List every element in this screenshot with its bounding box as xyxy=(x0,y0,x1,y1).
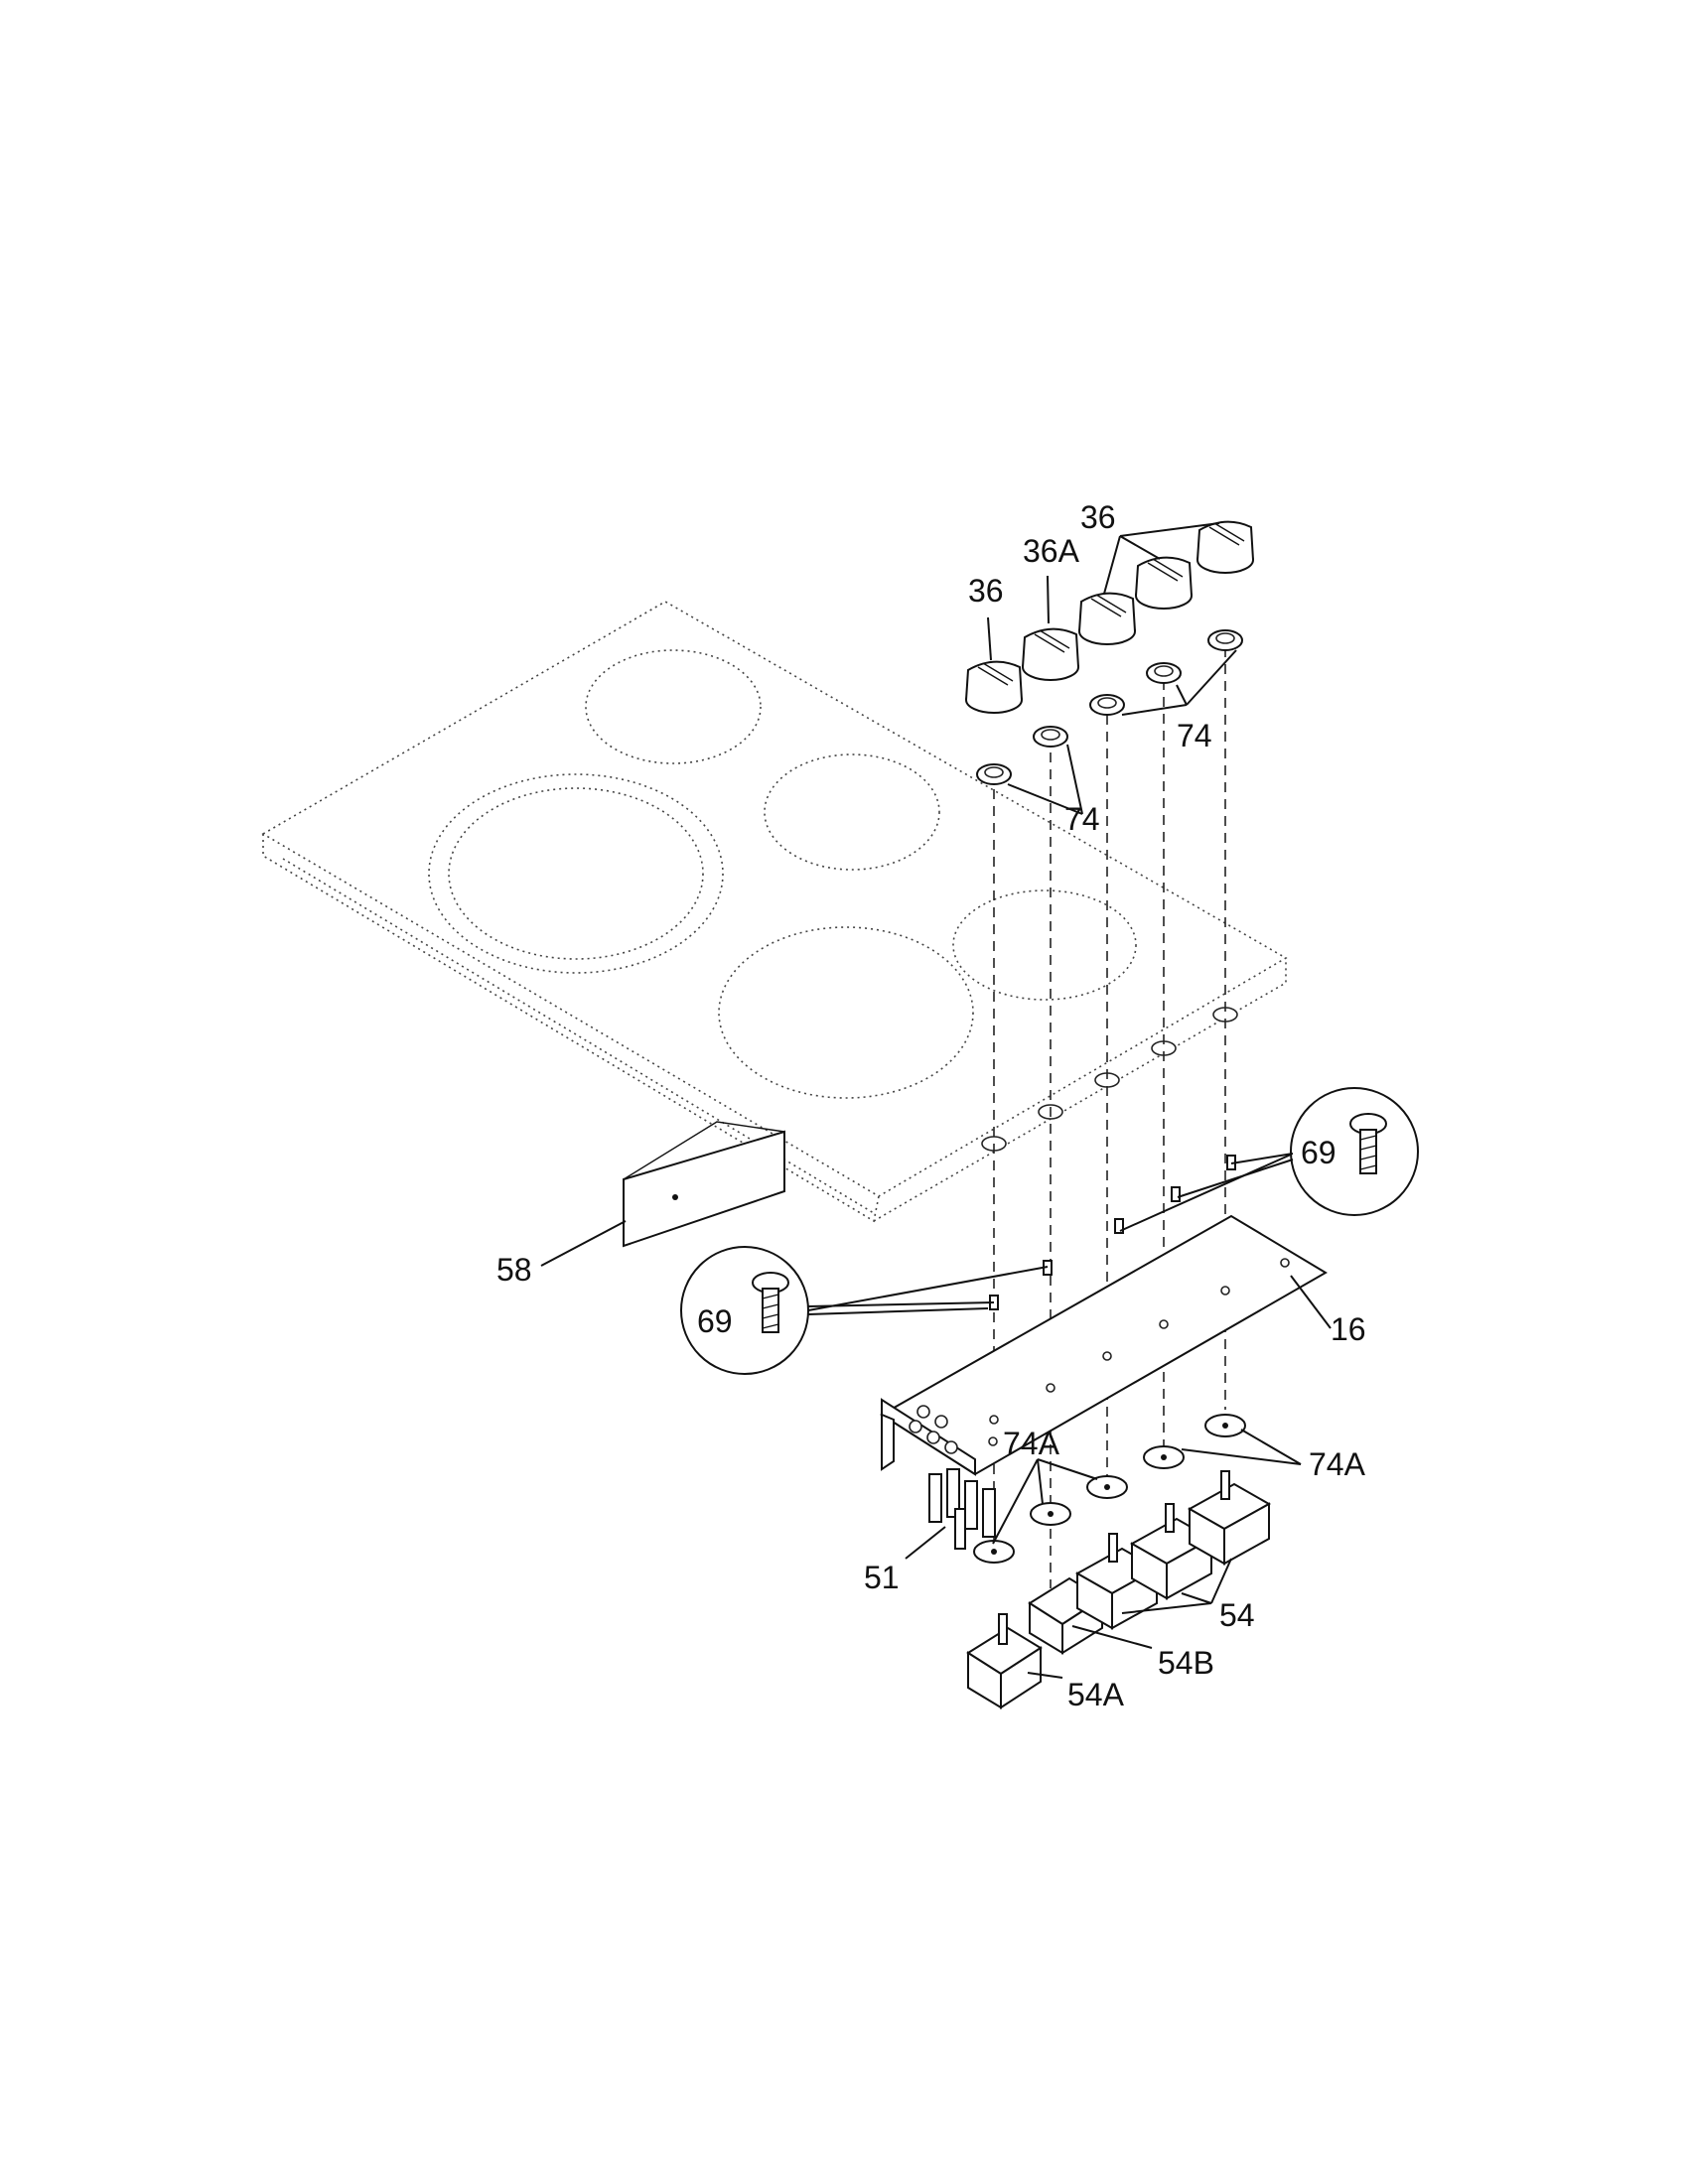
callout-labels: 36 36A 36 74 74 16 69 69 58 74A 74A 51 5… xyxy=(496,499,1366,1712)
infinite-switches xyxy=(966,1470,1272,1709)
label-switch-54a: 54A xyxy=(1067,1677,1125,1712)
label-bezel-74-upper: 74 xyxy=(1177,718,1212,753)
knob-36a xyxy=(1022,627,1079,681)
spacers-74a xyxy=(973,1414,1246,1564)
switch-54-c xyxy=(1187,1470,1272,1566)
label-knob-36-group: 36 xyxy=(1080,499,1116,535)
switch-54a xyxy=(966,1613,1043,1709)
label-switch-54b: 54B xyxy=(1158,1645,1214,1681)
label-screw-69-right: 69 xyxy=(1301,1135,1336,1170)
knob-36-b xyxy=(1135,556,1193,610)
label-screw-69-left: 69 xyxy=(697,1303,733,1339)
indicator-lights-51 xyxy=(928,1468,996,1550)
label-knob-36a: 36A xyxy=(1023,533,1080,569)
label-switches-54: 54 xyxy=(1219,1597,1255,1633)
label-lights-51: 51 xyxy=(864,1560,900,1595)
control-panel-58 xyxy=(623,1121,785,1248)
screw-detail-left xyxy=(680,1246,1049,1375)
bracket-16 xyxy=(880,1214,1328,1476)
leader-lines xyxy=(540,522,1332,1679)
cooktop-glass xyxy=(261,601,1288,1223)
label-bezel-74-lower: 74 xyxy=(1064,801,1100,837)
label-spacer-74a-right: 74A xyxy=(1309,1446,1366,1482)
label-panel-58: 58 xyxy=(496,1252,532,1288)
label-bracket-16: 16 xyxy=(1331,1311,1366,1347)
knob-36-left xyxy=(965,660,1023,714)
knob-36-a xyxy=(1078,592,1136,645)
label-spacer-74a-left: 74A xyxy=(1003,1426,1060,1461)
label-knob-36-left: 36 xyxy=(968,573,1004,609)
knobs xyxy=(965,520,1254,714)
bezels-74 xyxy=(976,629,1243,785)
screw-detail-right xyxy=(1119,1087,1419,1232)
screws-small xyxy=(989,1155,1236,1310)
knob-36-c xyxy=(1196,520,1254,574)
